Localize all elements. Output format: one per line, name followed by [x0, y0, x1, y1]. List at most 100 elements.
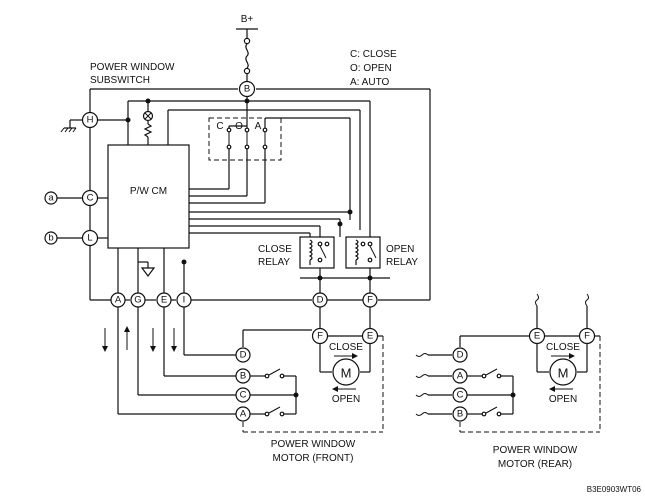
svg-text:A: A [115, 295, 122, 306]
rear-caption-1: POWER WINDOW [493, 445, 578, 456]
rear-motor-icon [549, 358, 577, 386]
front-motor-icon [332, 358, 360, 386]
selector-switch-box [208, 117, 282, 161]
subswitch-outline: POWER WINDOW SUBSWITCH [89, 62, 431, 301]
terminal-e: E [156, 292, 172, 308]
subswitch-internal-wiring: C O A [98, 97, 390, 293]
front-close-label: CLOSE [329, 342, 363, 353]
svg-text:F: F [584, 331, 590, 342]
pw-cm-module: P/W CM [107, 144, 190, 249]
svg-text:A: A [457, 371, 464, 382]
terminal-a: A [110, 292, 126, 308]
legend-close: C: CLOSE [350, 49, 397, 60]
svg-text:D: D [317, 295, 324, 306]
svg-text:G: G [134, 295, 141, 306]
input-b-label: b [48, 233, 53, 244]
rear-terminal-c: C [452, 387, 468, 403]
open-relay-label-1: OPEN [386, 244, 414, 255]
battery-supply: B+ [236, 14, 258, 81]
switch-contact-c: C [216, 121, 223, 132]
close-relay-label-1: CLOSE [258, 244, 292, 255]
rear-terminal-a: A [452, 368, 468, 384]
input-b-marker [44, 231, 58, 245]
svg-text:E: E [534, 331, 540, 342]
front-caption-1: POWER WINDOW [271, 439, 356, 450]
front-terminal-f: F [311, 327, 329, 345]
rear-close-label: CLOSE [546, 342, 580, 353]
svg-text:D: D [457, 350, 464, 361]
legend: C: CLOSE O: OPEN A: AUTO [350, 49, 397, 88]
rear-terminal-b: B [452, 406, 468, 422]
input-a-marker [44, 191, 58, 205]
svg-text:C: C [240, 390, 247, 401]
close-relay: CLOSE RELAY [258, 236, 335, 269]
wire-end-icon [415, 353, 429, 357]
svg-text:F: F [367, 295, 373, 306]
open-relay: OPEN RELAY [345, 236, 418, 269]
svg-text:F: F [317, 331, 323, 342]
ground-icon [140, 267, 156, 277]
rear-caption-2: MOTOR (REAR) [498, 459, 572, 470]
rear-terminal-d: D [452, 347, 468, 363]
svg-text:C: C [87, 193, 94, 204]
fuse-icon [245, 43, 249, 69]
rear-terminal-f: F [578, 327, 596, 345]
legend-auto: A: AUTO [350, 77, 389, 88]
rear-motor-symbol: M [558, 366, 569, 381]
switch-contact-a: A [255, 121, 262, 132]
figure-code: B3E0903WT06 [587, 485, 642, 494]
svg-text:A: A [240, 409, 247, 420]
front-terminal-c: C [235, 387, 251, 403]
open-relay-label-2: RELAY [386, 257, 418, 268]
wire-end-icon [415, 412, 429, 416]
arrow-down-icon [171, 328, 177, 352]
close-relay-label-2: RELAY [258, 257, 290, 268]
svg-text:H: H [87, 115, 94, 126]
terminal-b: B [238, 80, 256, 98]
subswitch-label-line1: POWER WINDOW [90, 62, 175, 73]
external-connections: a b [44, 119, 82, 245]
pwcm-label: P/W CM [130, 186, 167, 197]
front-terminal-a: A [235, 406, 251, 422]
terminal-f: F [362, 292, 378, 308]
rear-motor-assembly: M CLOSE OPEN POWER WINDOW MOTOR (REAR) [415, 293, 601, 470]
input-a-label: a [48, 193, 54, 204]
front-terminal-e: E [361, 327, 379, 345]
arrow-up-icon [124, 326, 130, 350]
terminal-l: L [81, 229, 99, 247]
front-terminal-b: B [235, 368, 251, 384]
resistor-icon [143, 123, 153, 138]
svg-text:B: B [240, 371, 246, 382]
wire-end-icon [415, 393, 429, 397]
terminal-i: I [176, 292, 192, 308]
front-harness [102, 307, 371, 415]
svg-text:C: C [457, 390, 464, 401]
wire-end-icon [535, 293, 539, 307]
front-motor-assembly: M CLOSE OPEN POWER WINDOW MOTOR (FRONT) [242, 329, 384, 464]
front-terminal-d: D [235, 347, 251, 363]
terminal-g: G [130, 292, 146, 308]
svg-text:B: B [457, 409, 463, 420]
rear-terminal-e: E [528, 327, 546, 345]
front-motor-symbol: M [341, 366, 352, 381]
svg-text:I: I [183, 295, 186, 306]
svg-text:B: B [244, 84, 250, 95]
terminal-h: H [81, 111, 99, 129]
wire-end-icon [415, 374, 429, 378]
arrow-down-icon [102, 328, 108, 352]
arrow-down-icon [150, 328, 156, 352]
svg-text:D: D [240, 350, 247, 361]
subswitch-label-line2: SUBSWITCH [90, 75, 150, 86]
legend-open: O: OPEN [350, 63, 392, 74]
svg-text:E: E [367, 331, 373, 342]
relay-coil-icon [308, 239, 313, 261]
svg-text:E: E [161, 295, 167, 306]
relay-coil-icon [354, 239, 359, 261]
front-open-label: OPEN [332, 394, 360, 405]
terminal-d: D [312, 292, 328, 308]
rear-open-label: OPEN [549, 394, 577, 405]
front-caption-2: MOTOR (FRONT) [273, 453, 354, 464]
terminal-c: C [81, 189, 99, 207]
